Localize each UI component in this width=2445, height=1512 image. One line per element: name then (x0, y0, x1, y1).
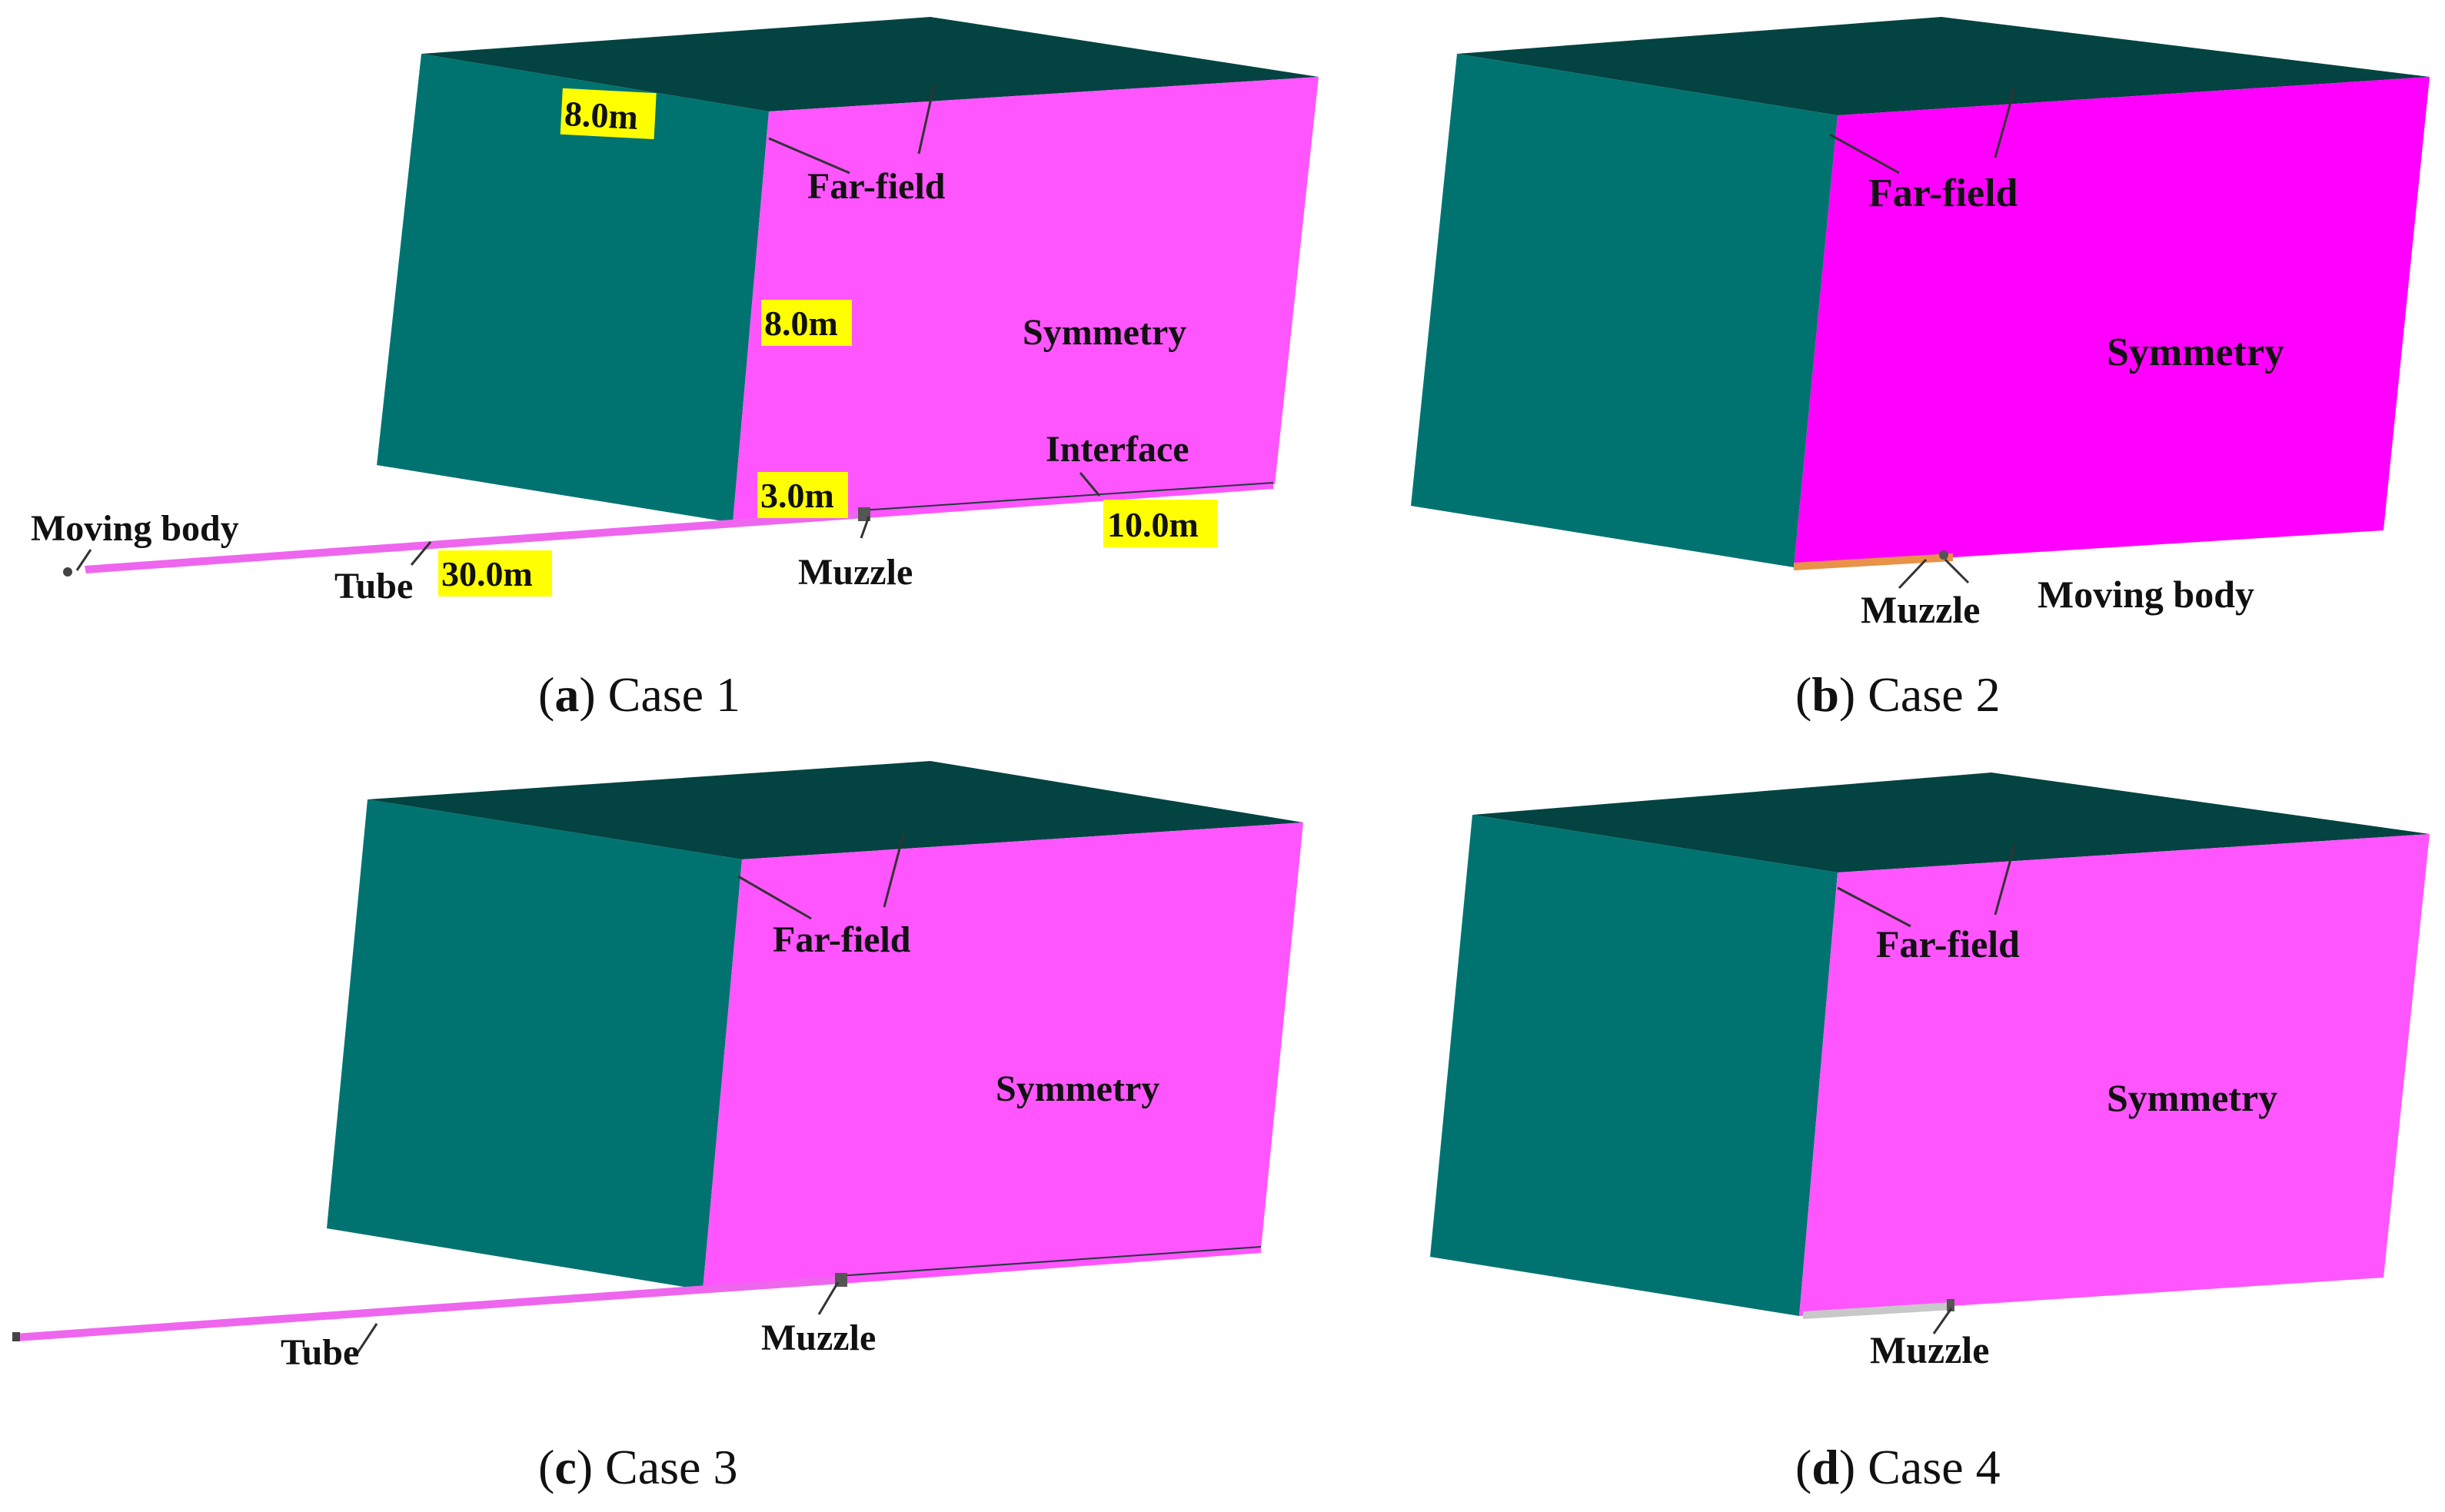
panel-a-dim-length: 10.0m (1107, 505, 1199, 544)
panel-a-dim-gap-bg (757, 472, 848, 518)
panel-b-leader-farfield-1 (1994, 88, 2016, 158)
panel-c-label-far-field: Far-field (773, 919, 911, 960)
panel-d-label-symmetry: Symmetry (2107, 1076, 2277, 1119)
panel-a-leader-farfield-2 (768, 137, 850, 174)
panel-b-side-face (1411, 54, 1838, 567)
panel-d: Far-field Symmetry Muzzle (d) Case 4 (1430, 773, 2430, 1494)
panel-b-leader-muzzle (1898, 558, 1928, 590)
panel-d-label-far-field: Far-field (1876, 922, 2020, 965)
panel-c-leader-farfield-2 (737, 875, 812, 920)
panel-a-leader-interface (1079, 472, 1101, 497)
panel-b-muzzle-strip (1794, 553, 1953, 570)
panel-b-moving-body (1939, 550, 1948, 560)
panel-c-leader-muzzle (817, 1281, 840, 1315)
panel-b-label-symmetry: Symmetry (2107, 331, 2284, 374)
panel-c-leader-tube (356, 1323, 378, 1354)
panel-c-leader-farfield-1 (883, 833, 905, 908)
panel-d-side-face (1430, 815, 1838, 1316)
panel-d-leader-farfield-1 (1994, 845, 2016, 916)
panel-b: Far-field Symmetry Muzzle Moving body (b… (1411, 17, 2430, 722)
panel-a-label-muzzle: Muzzle (798, 552, 913, 593)
panel-c-side-face (327, 799, 742, 1290)
panel-a-interface-strip (861, 483, 1273, 518)
panel-a-label-far-field: Far-field (807, 166, 946, 207)
panel-a-dim-height-bg (761, 300, 852, 346)
panel-c-interface-strip (838, 1247, 1261, 1284)
panel-a-dim-top-bg (560, 88, 657, 140)
panel-a-tube (85, 510, 865, 573)
panel-b-caption: (b) Case 2 (1795, 667, 2001, 722)
panel-d-caption: (d) Case 4 (1795, 1440, 2001, 1494)
panel-a: Far-field Symmetry Interface Moving body… (31, 17, 1319, 722)
panel-a-leader-muzzle (860, 516, 870, 539)
panel-d-top-face (1472, 773, 2430, 872)
panel-a-moving-body (63, 567, 72, 577)
panel-a-symmetry-face (733, 77, 1319, 523)
panel-d-symmetry-face (1799, 834, 2430, 1316)
panel-b-leader-farfield-2 (1829, 133, 1900, 174)
panel-c-label-tube: Tube (281, 1332, 359, 1373)
panel-d-label-muzzle: Muzzle (1870, 1328, 1989, 1371)
panel-b-label-moving-body: Moving body (2038, 573, 2254, 616)
panel-a-label-moving-body: Moving body (31, 508, 239, 549)
panel-d-muzzle-strip (1803, 1302, 1953, 1319)
panel-a-leader-farfield-1 (917, 84, 936, 155)
panel-a-dim-tube-bg (438, 550, 552, 596)
panel-a-caption: (a) Case 1 (538, 667, 740, 722)
panel-b-symmetry-face (1794, 77, 2430, 567)
panel-d-muzzle-ring (1947, 1299, 1954, 1311)
panel-a-top-face (421, 17, 1319, 111)
panel-b-top-face (1457, 17, 2430, 115)
panel-d-leader-farfield-2 (1837, 886, 1911, 928)
panel-a-leader-moving-body (75, 549, 92, 571)
panel-c: Far-field Symmetry Tube Muzzle (c) Case … (12, 761, 1303, 1494)
panel-a-leader-tube (410, 541, 432, 566)
panel-b-leader-moving-body (1944, 558, 1970, 584)
panel-a-label-symmetry: Symmetry (1023, 312, 1186, 353)
panel-a-label-tube: Tube (334, 566, 413, 606)
panel-a-dim-top: 8.0m (564, 94, 639, 137)
panel-a-side-face (377, 54, 769, 523)
panel-a-label-interface: Interface (1046, 429, 1189, 470)
panel-b-label-muzzle: Muzzle (1861, 588, 1980, 631)
panel-c-tube (15, 1276, 842, 1341)
panel-c-label-muzzle: Muzzle (761, 1318, 876, 1358)
panel-c-label-symmetry: Symmetry (996, 1068, 1159, 1109)
panel-c-top-face (368, 761, 1303, 859)
panel-a-dim-gap: 3.0m (760, 476, 834, 515)
panel-a-dim-height: 8.0m (764, 304, 838, 343)
panel-c-tube-end (12, 1332, 20, 1341)
panel-a-dim-length-bg (1103, 500, 1217, 547)
panel-c-symmetry-face (703, 822, 1303, 1290)
panel-c-caption: (c) Case 3 (538, 1440, 737, 1494)
panel-b-label-far-field: Far-field (1868, 171, 2018, 215)
panel-d-leader-muzzle (1932, 1308, 1953, 1334)
panel-a-dim-tube: 30.0m (441, 554, 533, 593)
